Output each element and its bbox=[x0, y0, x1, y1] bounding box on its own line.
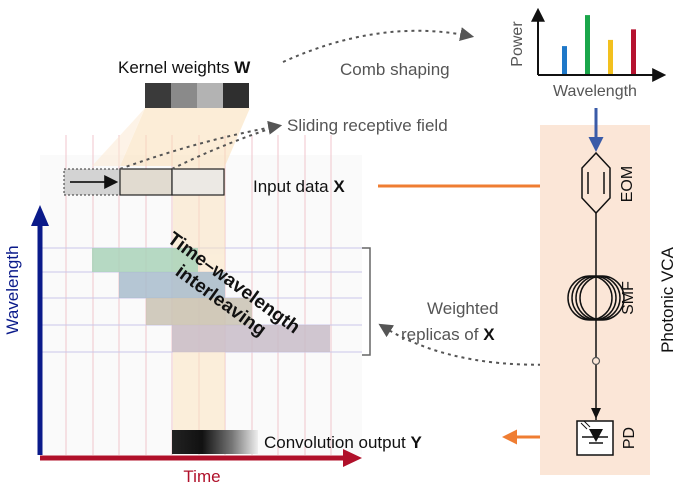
kernel-weights-bar bbox=[145, 83, 249, 108]
photodetector bbox=[576, 420, 614, 456]
wavelength-axis-label: Wavelength bbox=[3, 245, 22, 334]
input-data-label: Input data X bbox=[253, 177, 345, 196]
fiber-arrowhead bbox=[591, 408, 601, 419]
convolution-output-bar bbox=[172, 430, 258, 454]
spectrum-bar-1 bbox=[562, 46, 567, 74]
pd-label: PD bbox=[621, 427, 638, 449]
smf-coil bbox=[567, 275, 625, 321]
spectrum-bar-4 bbox=[631, 29, 636, 74]
row-green bbox=[92, 248, 198, 272]
spectrum-bar-3 bbox=[608, 39, 613, 74]
comb-shaping-label: Comb shaping bbox=[340, 60, 450, 79]
comb-shaping-arrow bbox=[282, 27, 475, 63]
convolution-output-label: Convolution output Y bbox=[264, 433, 423, 452]
spectrum-inset: Power Wavelength bbox=[509, 7, 667, 100]
wavelength-axis-head bbox=[31, 205, 49, 226]
replicas-bracket bbox=[362, 247, 371, 356]
input-data-strip bbox=[63, 168, 225, 196]
row-blue bbox=[119, 272, 225, 298]
weighted-label-1: Weighted bbox=[427, 299, 499, 318]
row-red bbox=[172, 325, 330, 352]
weighted-label-2: replicas of X bbox=[401, 325, 495, 344]
smf-label: SMF bbox=[620, 281, 637, 315]
time-axis-label: Time bbox=[183, 467, 220, 485]
sliding-field-label: Sliding receptive field bbox=[287, 116, 448, 135]
row-yellow bbox=[146, 298, 252, 325]
eom-label: EOM bbox=[619, 166, 636, 202]
tap-point bbox=[591, 356, 601, 366]
spectrum-ylabel: Power bbox=[509, 21, 526, 67]
spectrum-bar-2 bbox=[585, 15, 590, 75]
kernel-label: Kernel weights W bbox=[118, 58, 251, 77]
photonic-vca-title: Photonic VCA bbox=[658, 246, 677, 352]
interleaved-rows bbox=[92, 248, 330, 352]
spectrum-xlabel: Wavelength bbox=[553, 83, 637, 100]
time-axis-head bbox=[343, 449, 362, 467]
